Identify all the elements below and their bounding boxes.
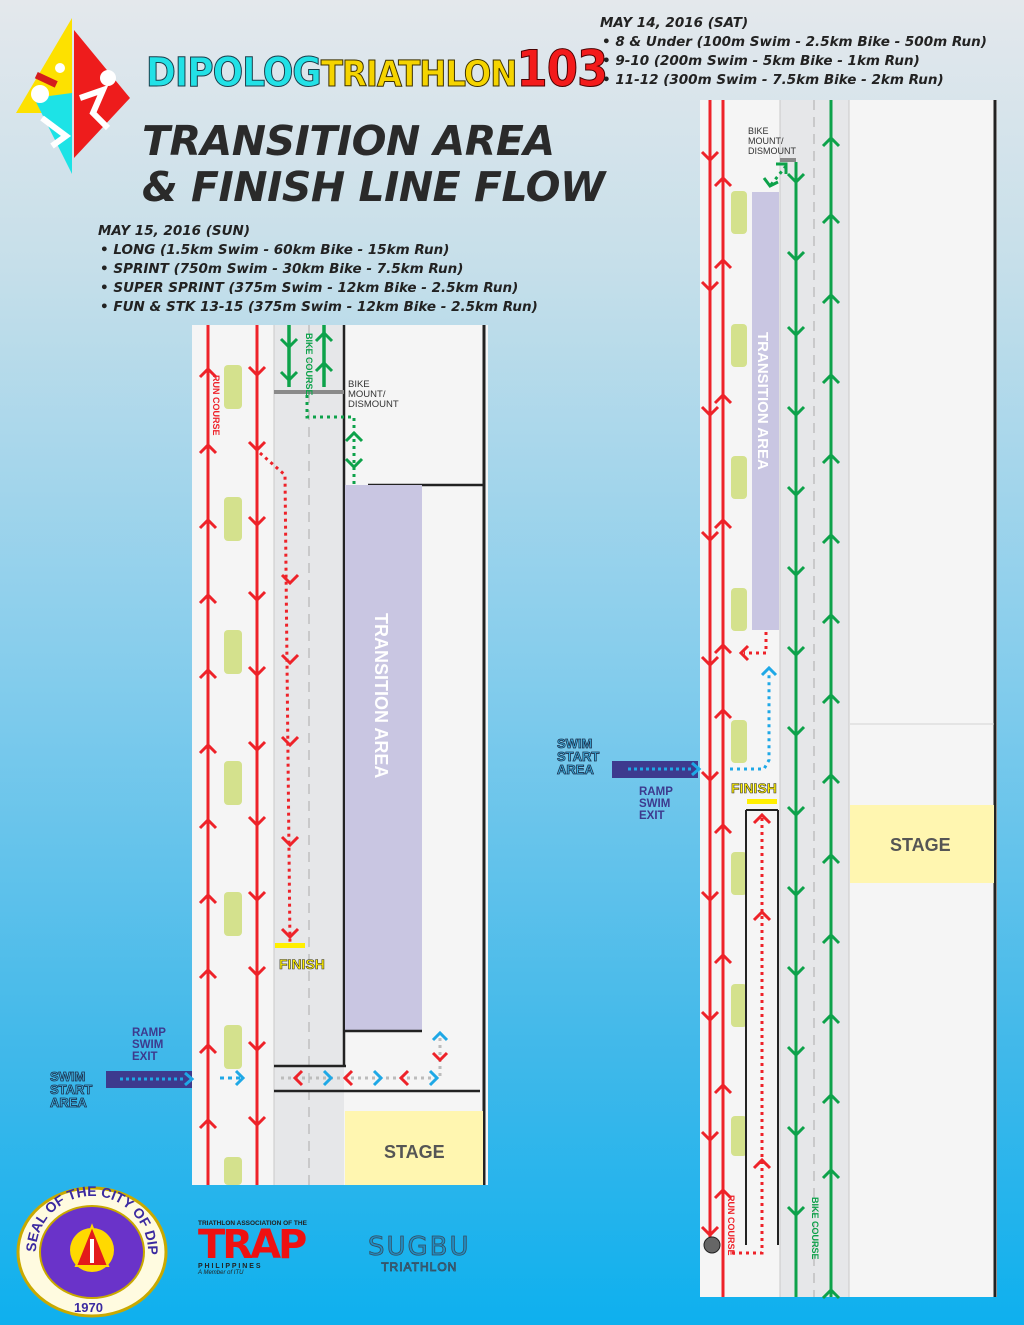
schedule-item-text: FUN & STK 13-15 (375m Swim - 12km Bike -… (113, 299, 538, 315)
stage-zone (345, 1111, 483, 1185)
label-line: START (557, 749, 600, 764)
trap-wordmark: TRAP (198, 1222, 307, 1268)
schedule-item: • 11-12 (300m Swim - 7.5km Bike - 2km Ru… (602, 72, 944, 88)
city-seal-logo: SEAL OF THE CITY OF DIPOLOG 1970 (14, 1184, 168, 1318)
seal-year: 1970 (74, 1300, 103, 1315)
turnaround-cone-icon (703, 1236, 721, 1254)
label-line: RAMP (639, 786, 673, 798)
transition-area-zone (752, 192, 779, 630)
bike-exit-path (768, 165, 788, 187)
label-line: SWIM (50, 1069, 86, 1084)
transition-area-label: TRANSITION AREA (371, 613, 391, 778)
map-saturday: RUN COURSE FINISH BIKE COURSE BIKE MOUNT… (700, 100, 997, 1300)
stage-zone (850, 805, 994, 883)
schedule-item-text: 11-12 (300m Swim - 7.5km Bike - 2km Run) (615, 72, 944, 88)
schedule-sunday: MAY 15, 2016 (SUN) • LONG (1.5km Swim - … (98, 222, 538, 317)
bike-mount-label: BIKE MOUNT/ DISMOUNT (748, 126, 796, 156)
trap-country: P H I L I P P I N E S (198, 1263, 261, 1270)
run-course-label: RUN COURSE (211, 375, 221, 436)
run-course-label: RUN COURSE (726, 1195, 736, 1256)
label-line: AREA (557, 762, 595, 777)
logo-cyan-segment (34, 93, 72, 174)
label-line: START (50, 1082, 93, 1097)
bike-mount-line (780, 158, 796, 162)
transition-area-label: TRANSITION AREA (754, 332, 771, 470)
schedule-item-text: SPRINT (750m Swim - 30km Bike - 7.5km Ru… (113, 261, 464, 277)
label-line: SWIM (639, 798, 671, 810)
title-line-1: TRANSITION AREA (142, 117, 555, 165)
svg-text:MOUNT/: MOUNT/ (748, 136, 784, 146)
planters (731, 191, 747, 1156)
bike-course-label: BIKE COURSE (304, 333, 314, 396)
schedule-item: • FUN & STK 13-15 (375m Swim - 12km Bike… (100, 299, 538, 315)
swim-ramp-arrow (120, 1071, 195, 1087)
bike-mount-label: BIKE MOUNT/ DISMOUNT (348, 379, 399, 410)
sugbu-subtitle: TRIATHLON (381, 1260, 458, 1275)
schedule-item-text: LONG (1.5km Swim - 60km Bike - 15km Run) (113, 242, 450, 258)
finish-line (747, 799, 777, 804)
finish-line (275, 943, 305, 948)
map-sunday: RUN COURSE BIKE COURSE BIKE MOUNT/ DISMO… (192, 325, 488, 1185)
swim-ramp (106, 1071, 192, 1088)
label-line: EXIT (132, 1051, 158, 1063)
svg-text:MOUNT/: MOUNT/ (348, 389, 386, 400)
schedule-item: • 8 & Under (100m Swim - 2.5km Bike - 50… (602, 34, 987, 50)
schedule-item: • LONG (1.5km Swim - 60km Bike - 15km Ru… (100, 242, 450, 258)
label-line: SWIM (132, 1039, 164, 1051)
transition-area-zone (345, 485, 422, 1030)
brand-triathlon: TRIATHLON (320, 54, 518, 96)
svg-text:DISMOUNT: DISMOUNT (348, 399, 399, 410)
label-line: EXIT (639, 810, 665, 822)
schedule-item-text: 8 & Under (100m Swim - 2.5km Bike - 500m… (615, 34, 987, 50)
schedule-item-text: SUPER SPRINT (375m Swim - 12km Bike - 2.… (113, 280, 519, 296)
swim-ramp-arrow (628, 761, 702, 777)
label-line: AREA (50, 1095, 88, 1110)
brand-dipolog: DIPOLOG (146, 50, 323, 97)
brand-title: DIPOLOGTRIATHLON103 (146, 40, 609, 99)
logo-yellow-segment (16, 18, 72, 113)
finish-label: FINISH (279, 956, 325, 972)
trap-member: A Member of ITU (198, 1270, 244, 1276)
svg-text:BIKE: BIKE (748, 126, 769, 136)
bike-course-label: BIKE COURSE (810, 1197, 820, 1260)
triathlon-logo (16, 18, 130, 174)
schedule-date: MAY 15, 2016 (SUN) (98, 223, 251, 239)
title-line-2: & FINISH LINE FLOW (142, 163, 605, 211)
finish-chute-path (732, 818, 764, 1255)
page-title: TRANSITION AREA & FINISH LINE FLOW (142, 118, 605, 210)
finish-label: FINISH (731, 780, 777, 796)
stage-label: STAGE (890, 835, 951, 855)
schedule-item: • SPRINT (750m Swim - 30km Bike - 7.5km … (100, 261, 464, 277)
schedule-saturday: MAY 14, 2016 (SAT) • 8 & Under (100m Swi… (600, 14, 987, 90)
trap-top-text: TRIATHLON ASSOCIATION OF THE (198, 1220, 307, 1227)
brand-number: 103 (516, 40, 609, 99)
schedule-item: • 9-10 (200m Swim - 5km Bike - 1km Run) (602, 53, 920, 69)
swim-to-transition-path (730, 673, 771, 771)
sugbu-logo: SUGBU TRIATHLON (368, 1232, 471, 1275)
schedule-item-text: 9-10 (200m Swim - 5km Bike - 1km Run) (615, 53, 920, 69)
label-line: SWIM (557, 736, 593, 751)
schedule-item: • SUPER SPRINT (375m Swim - 12km Bike - … (100, 280, 519, 296)
planters (224, 365, 242, 1185)
svg-text:DISMOUNT: DISMOUNT (748, 146, 796, 156)
svg-text:BIKE: BIKE (348, 379, 370, 390)
sugbu-wordmark: SUGBU (368, 1232, 471, 1262)
label-line: RAMP (132, 1027, 166, 1039)
stage-label: STAGE (384, 1142, 445, 1162)
schedule-date: MAY 14, 2016 (SAT) (600, 15, 749, 31)
trap-logo: TRIATHLON ASSOCIATION OF THE TRAP P H I … (198, 1220, 343, 1276)
